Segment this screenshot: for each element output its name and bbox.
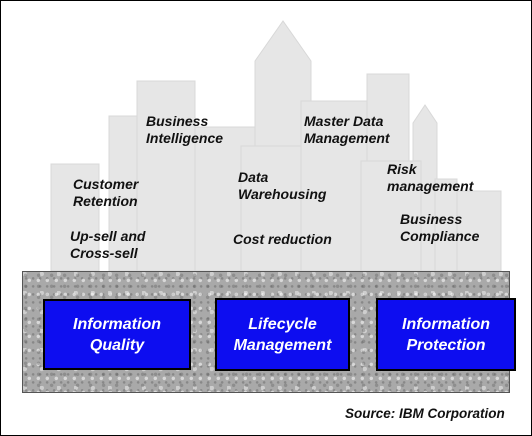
city-skyline <box>50 20 502 272</box>
building <box>108 115 138 272</box>
pillar-information-quality: Information Quality <box>43 299 191 370</box>
building <box>456 190 502 272</box>
label-business-compliance: Business Compliance <box>400 211 480 244</box>
label-cost-reduction: Cost reduction <box>233 231 332 247</box>
building <box>360 160 422 272</box>
label-upsell-crosssell: Up-sell and Cross-sell <box>70 228 146 261</box>
label-business-intelligence: Business Intelligence <box>146 113 224 146</box>
source-caption: Source: IBM Corporation <box>345 406 505 421</box>
label-risk-management: Risk management <box>387 161 474 194</box>
label-data-warehousing: Data Warehousing <box>238 169 327 202</box>
building <box>136 80 196 272</box>
label-customer-retention: Customer Retention <box>73 176 139 209</box>
pillar-information-protection: Information Protection <box>376 298 516 371</box>
label-master-data-management: Master Data Management <box>304 113 390 146</box>
building <box>300 100 372 272</box>
pillar-lifecycle-management: Lifecycle Management <box>215 298 350 371</box>
building <box>50 163 100 272</box>
